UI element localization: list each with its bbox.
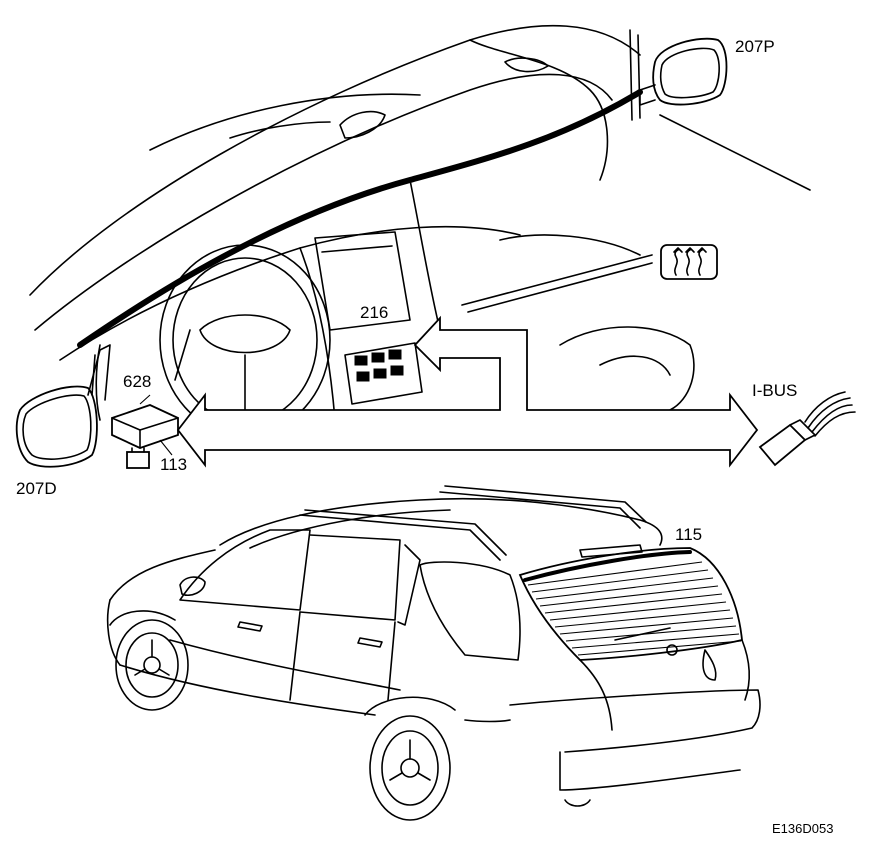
car-illustration	[106, 485, 761, 821]
label-ibus: I-BUS	[752, 381, 798, 400]
label-207p: 207P	[735, 37, 775, 56]
label-207d: 207D	[16, 479, 57, 498]
passenger-mirror	[639, 37, 728, 106]
icon-pointer	[461, 254, 653, 313]
control-module-628	[111, 394, 179, 469]
label-113: 113	[160, 455, 188, 474]
ibus-communication-arrow	[176, 315, 759, 468]
figure-id: E136D053	[772, 821, 834, 836]
rear-window-defrost-icon	[660, 244, 718, 280]
driver-mirror	[15, 344, 111, 468]
ibus-connector	[758, 391, 856, 467]
label-115: 115	[675, 525, 703, 544]
label-216: 216	[360, 303, 389, 322]
label-628: 628	[123, 372, 152, 391]
dashboard-illustration	[29, 24, 811, 440]
heater-grid-lines	[527, 561, 742, 656]
